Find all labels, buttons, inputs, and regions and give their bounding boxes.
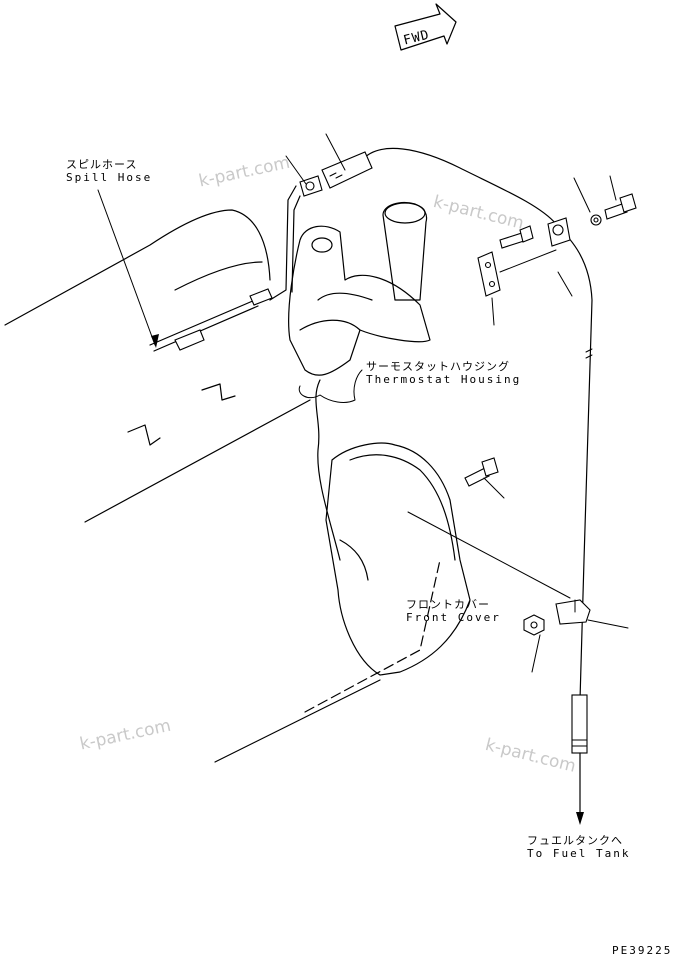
spill-hose-fitting: [174, 288, 273, 351]
spill-hose-label-en: Spill Hose: [66, 171, 153, 184]
spill-hose-label-jp: スピルホース: [66, 158, 138, 171]
hose-clip: [299, 175, 323, 197]
spill-hose-label: スピルホース Spill Hose: [66, 158, 152, 184]
drawing-code: PE39225: [612, 944, 673, 957]
front-cover-label-jp: フロントカバー: [406, 598, 490, 611]
thermostat-housing-label-en: Thermostat Housing: [366, 373, 522, 386]
thermostat-housing-body: [288, 202, 431, 376]
hose-sleeve-top: [321, 151, 373, 189]
leader-thermostat: [298, 369, 363, 403]
leader-spill-hose: [97, 189, 156, 346]
fuel-tank-label-jp: フュエルタンクへ: [527, 834, 623, 847]
nut-icon: [523, 614, 545, 636]
thermostat-housing-label-jp: サーモスタットハウジング: [366, 360, 510, 373]
fwd-arrow-icon: [394, 3, 457, 51]
hose-sleeve-bottom: [571, 694, 588, 754]
leader-front-cover: [407, 511, 571, 599]
pipe-clamp-upper: [547, 217, 571, 247]
clamp-plate: [477, 251, 501, 297]
washer-icon: [590, 214, 602, 226]
bolt-icon: [464, 457, 499, 487]
fuel-tank-label-en: To Fuel Tank: [527, 847, 631, 860]
thermostat-housing-label: サーモスタットハウジング Thermostat Housing: [366, 360, 521, 386]
front-cover-label-en: Front Cover: [406, 611, 501, 624]
fuel-return-pipe: [361, 147, 593, 701]
front-cover-label: フロントカバー Front Cover: [406, 598, 501, 624]
fuel-tank-label: フュエルタンクへ To Fuel Tank: [527, 834, 630, 860]
bolt-icon: [604, 193, 637, 220]
pipe-clamp-lower: [555, 599, 591, 625]
bolt-icon: [499, 225, 534, 249]
front-cover-body: [315, 379, 471, 676]
